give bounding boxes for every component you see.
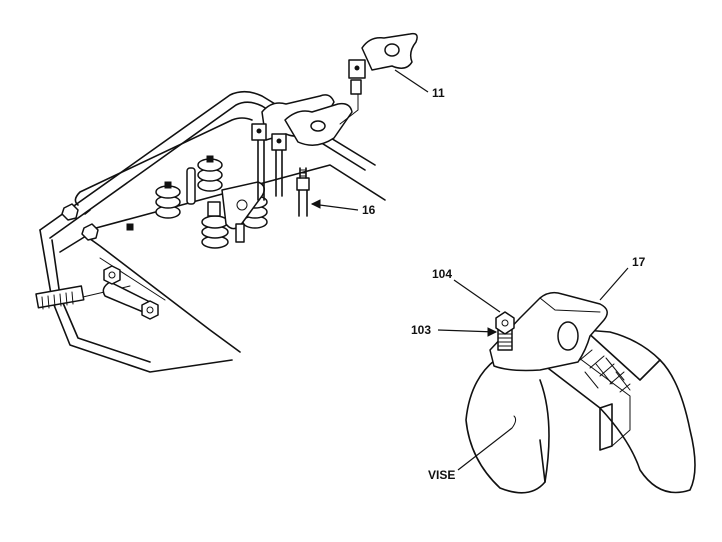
callout-vise: VISE — [428, 468, 455, 482]
valve-spring — [197, 155, 223, 192]
threaded-stud — [35, 285, 85, 310]
callout-103: 103 — [411, 323, 431, 337]
leader-lines — [310, 69, 629, 471]
rocker-arm-pair — [251, 94, 353, 151]
rocker-arm-in-vise-view — [465, 291, 696, 494]
head-bolt — [61, 203, 79, 221]
callout-16: 16 — [362, 203, 376, 217]
head-bolt — [81, 223, 99, 241]
installed-rocker-arm — [207, 181, 265, 243]
valve-spring — [155, 181, 181, 219]
locknut-104 — [495, 311, 515, 335]
valve-spring — [201, 215, 229, 249]
vise-jaw-insert — [574, 349, 631, 447]
vise — [465, 329, 696, 494]
callout-11: 11 — [432, 86, 445, 100]
oil-plug — [126, 223, 134, 231]
rocker-stud — [296, 167, 310, 217]
rocker-arm-exploded — [339, 32, 418, 125]
rocker-arm-clamped — [489, 291, 608, 372]
callout-17: 17 — [632, 255, 646, 269]
callout-104: 104 — [432, 267, 452, 281]
cylinder-head-assembly — [35, 32, 418, 373]
injector-tube — [186, 167, 196, 205]
head-bolt — [141, 300, 159, 320]
head-bolt — [103, 265, 121, 285]
push-rod — [275, 149, 283, 197]
push-rod — [257, 139, 265, 201]
